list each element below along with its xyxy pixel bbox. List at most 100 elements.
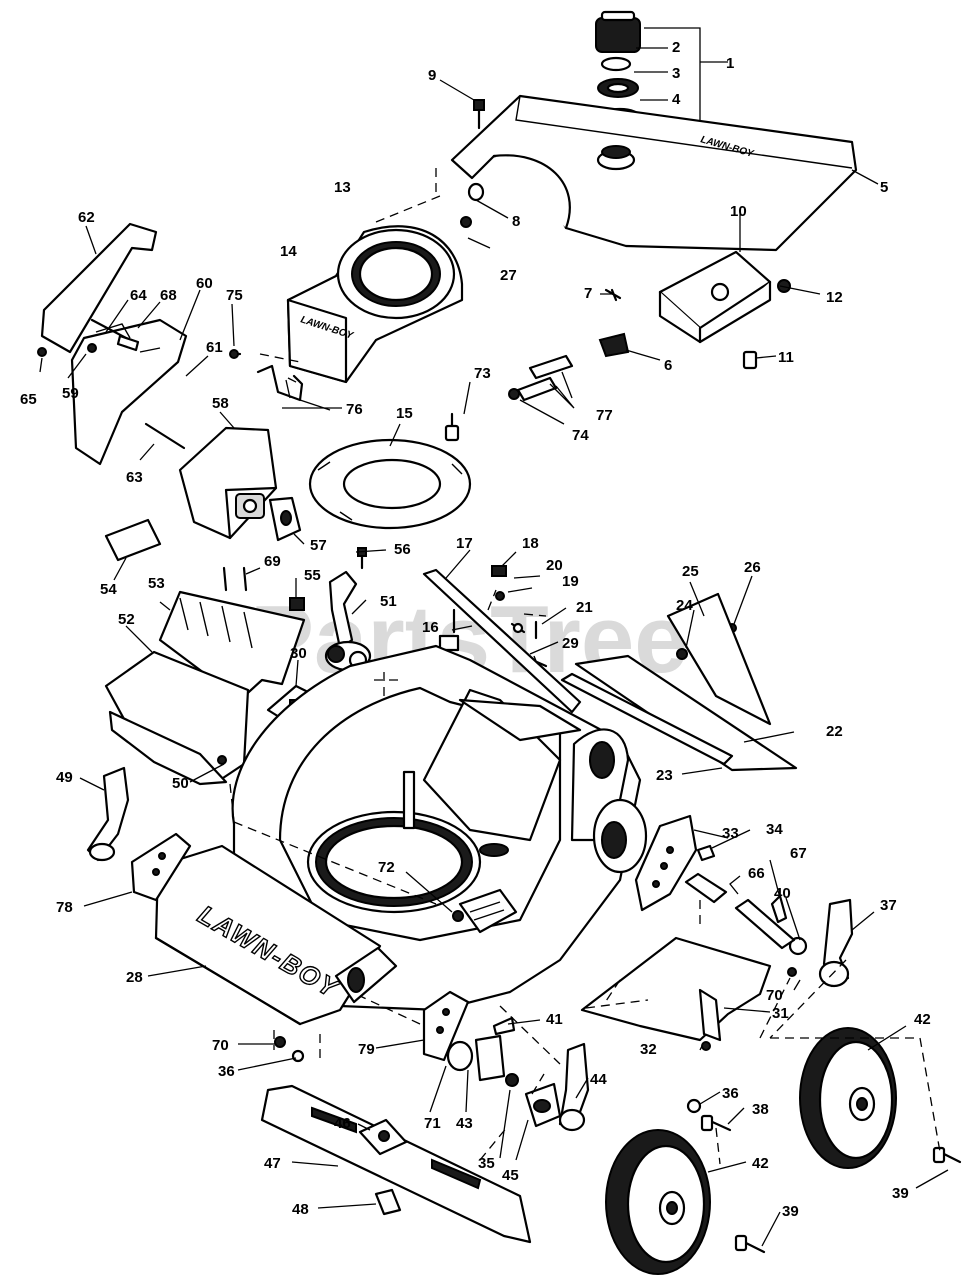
- front-wheel-part: [605, 1129, 711, 1275]
- callout-70b: 70: [766, 987, 783, 1004]
- callout-38: 38: [752, 1101, 769, 1118]
- callout-67: 67: [790, 845, 807, 862]
- wheel-brackets: [86, 766, 854, 1132]
- rear-flap-part: [104, 590, 306, 786]
- callout-72: 72: [378, 859, 395, 876]
- callout-55: 55: [304, 567, 321, 584]
- callout-8: 8: [512, 213, 520, 230]
- callout-5: 5: [880, 179, 888, 196]
- callout-26: 26: [744, 559, 761, 576]
- callout-labels: 1 2 3 4 5 6 7 8 9 10 11 12 13 14 15 16 1…: [20, 39, 931, 1220]
- callout-34: 34: [766, 821, 783, 838]
- wheel-bolts: [686, 1098, 962, 1254]
- callout-49: 49: [56, 769, 73, 786]
- callout-29: 29: [562, 635, 579, 652]
- callout-36a: 36: [218, 1063, 235, 1080]
- callout-6: 6: [664, 357, 672, 374]
- callout-44: 44: [590, 1071, 607, 1088]
- callout-18: 18: [522, 535, 539, 552]
- callout-25: 25: [682, 563, 699, 580]
- callout-60: 60: [196, 275, 213, 292]
- callout-22: 22: [826, 723, 843, 740]
- callout-16: 16: [422, 619, 439, 636]
- callout-76: 76: [346, 401, 363, 418]
- callout-4: 4: [672, 91, 681, 108]
- callout-52: 52: [118, 611, 135, 628]
- callout-42b: 42: [752, 1155, 769, 1172]
- leader-lines: [39, 47, 949, 1247]
- callout-77: 77: [596, 407, 613, 424]
- rear-wheel-part: [799, 1027, 897, 1169]
- baffle-plate-part: [308, 438, 472, 530]
- callout-9: 9: [428, 67, 436, 84]
- callout-56: 56: [394, 541, 411, 558]
- rear-baffle-part: [560, 592, 798, 772]
- callout-51: 51: [380, 593, 397, 610]
- callout-36b: 36: [722, 1085, 739, 1102]
- callout-7: 7: [584, 285, 592, 302]
- callout-43: 43: [456, 1115, 473, 1132]
- callout-71: 71: [424, 1115, 441, 1132]
- engine-shroud-part: LAWN-BOY: [286, 168, 464, 384]
- callout-35: 35: [478, 1155, 495, 1172]
- callout-78: 78: [56, 899, 73, 916]
- muffler-part: [178, 426, 302, 542]
- callout-39b: 39: [782, 1203, 799, 1220]
- callout-61: 61: [206, 339, 223, 356]
- callout-32: 32: [640, 1041, 657, 1058]
- callout-28: 28: [126, 969, 143, 986]
- callout-17: 17: [456, 535, 473, 552]
- handle-bracket-part: [422, 568, 582, 714]
- callout-11: 11: [778, 349, 794, 366]
- callout-47: 47: [264, 1155, 281, 1172]
- callout-75: 75: [226, 287, 243, 304]
- callout-70a: 70: [212, 1037, 229, 1054]
- callout-45: 45: [502, 1167, 519, 1184]
- callout-59: 59: [62, 385, 79, 402]
- callout-63: 63: [126, 469, 143, 486]
- callout-21: 21: [576, 599, 593, 616]
- callout-15: 15: [396, 405, 413, 422]
- fuel-tank-part: LAWN-BOY: [450, 94, 858, 252]
- fasteners-top: [229, 99, 791, 442]
- callout-24: 24: [676, 597, 693, 614]
- callout-42a: 42: [914, 1011, 931, 1028]
- blade-part: [260, 1084, 532, 1244]
- callout-27: 27: [500, 267, 517, 284]
- callout-48: 48: [292, 1201, 309, 1218]
- callout-12: 12: [826, 289, 843, 306]
- callout-79: 79: [358, 1041, 375, 1058]
- callout-41: 41: [546, 1011, 563, 1028]
- callout-65: 65: [20, 391, 37, 408]
- callout-20: 20: [546, 557, 563, 574]
- callout-30: 30: [290, 645, 307, 662]
- callout-68: 68: [160, 287, 177, 304]
- callout-2: 2: [672, 39, 680, 56]
- callout-39a: 39: [892, 1185, 909, 1202]
- callout-31: 31: [772, 1005, 789, 1022]
- bracket-part: [658, 250, 772, 344]
- callout-73: 73: [474, 365, 491, 382]
- callout-3: 3: [672, 65, 680, 82]
- callout-57: 57: [310, 537, 327, 554]
- mower-deck-part: LAWN-BOY: [154, 644, 648, 1026]
- callout-13: 13: [334, 179, 351, 196]
- callout-19: 19: [562, 573, 579, 590]
- callout-14: 14: [280, 243, 297, 260]
- assembly-lines: [229, 353, 941, 1165]
- callout-40: 40: [774, 885, 791, 902]
- handle-lock-part: [256, 364, 304, 402]
- callout-69: 69: [264, 553, 281, 570]
- callout-64: 64: [130, 287, 147, 304]
- callout-58: 58: [212, 395, 229, 412]
- callout-74: 74: [572, 427, 589, 444]
- front-baffle-part: [580, 872, 796, 1051]
- callout-10: 10: [730, 203, 747, 220]
- callout-46: 46: [334, 1115, 351, 1132]
- callout-1: 1: [726, 55, 734, 72]
- muffler-guard-part: [37, 222, 188, 466]
- callout-33: 33: [722, 825, 739, 842]
- callout-53: 53: [148, 575, 165, 592]
- callout-66: 66: [748, 865, 765, 882]
